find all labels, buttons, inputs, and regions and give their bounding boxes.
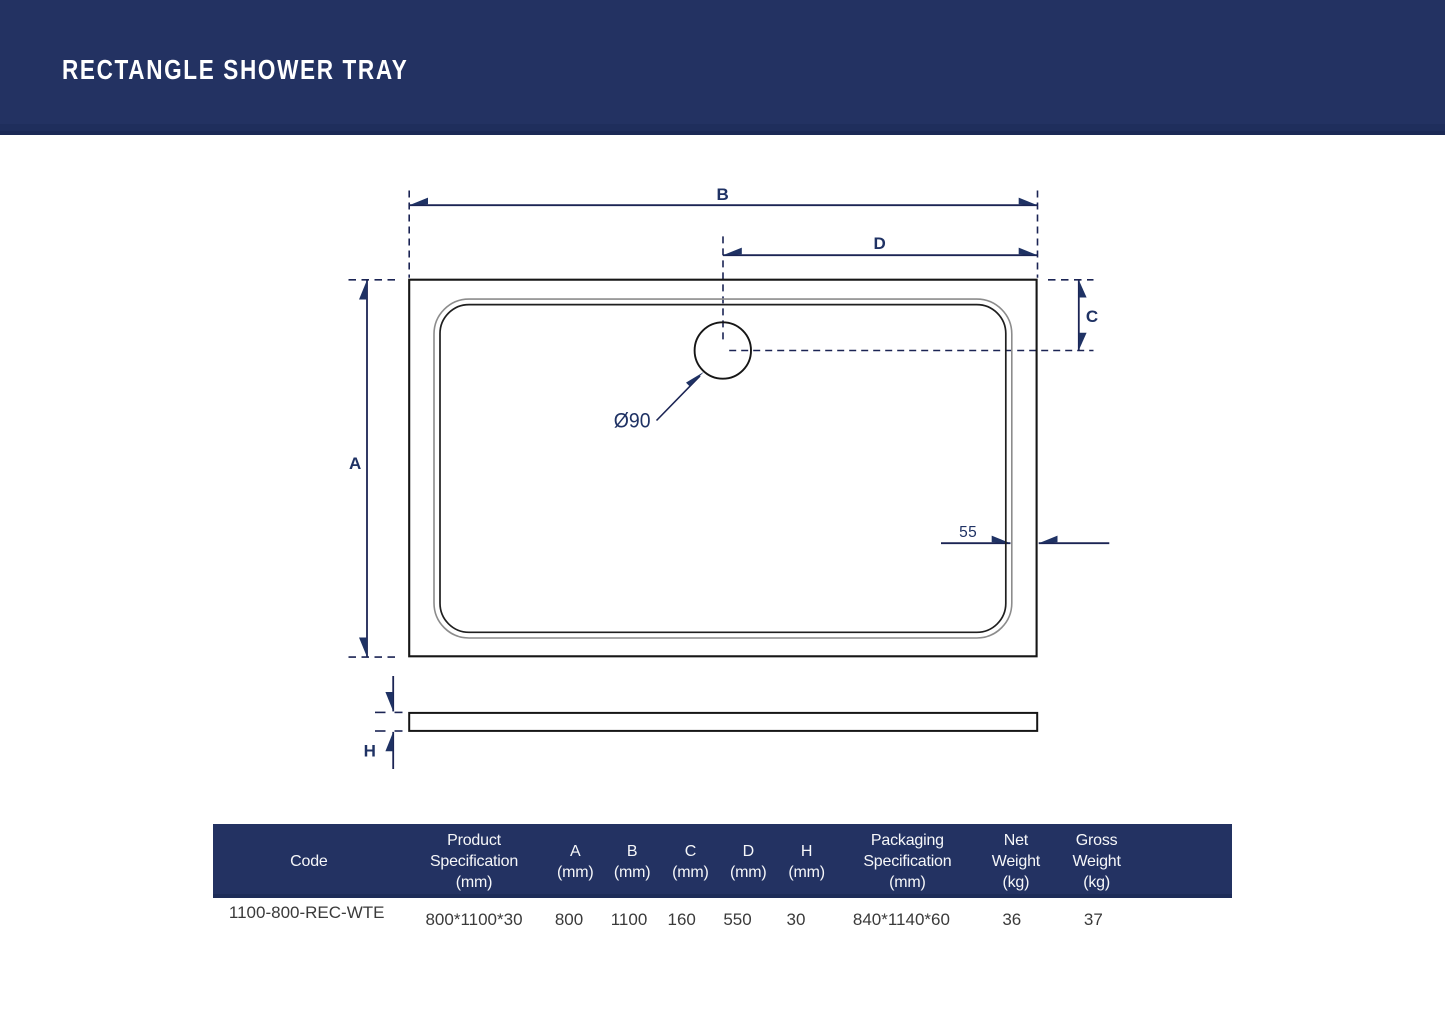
- svg-text:A: A: [349, 454, 361, 473]
- svg-text:55: 55: [959, 524, 977, 541]
- svg-text:D: D: [874, 234, 886, 253]
- svg-text:C: C: [1086, 307, 1098, 326]
- svg-text:H: H: [364, 742, 376, 761]
- svg-text:B: B: [716, 185, 728, 204]
- svg-text:Ø90: Ø90: [614, 409, 651, 432]
